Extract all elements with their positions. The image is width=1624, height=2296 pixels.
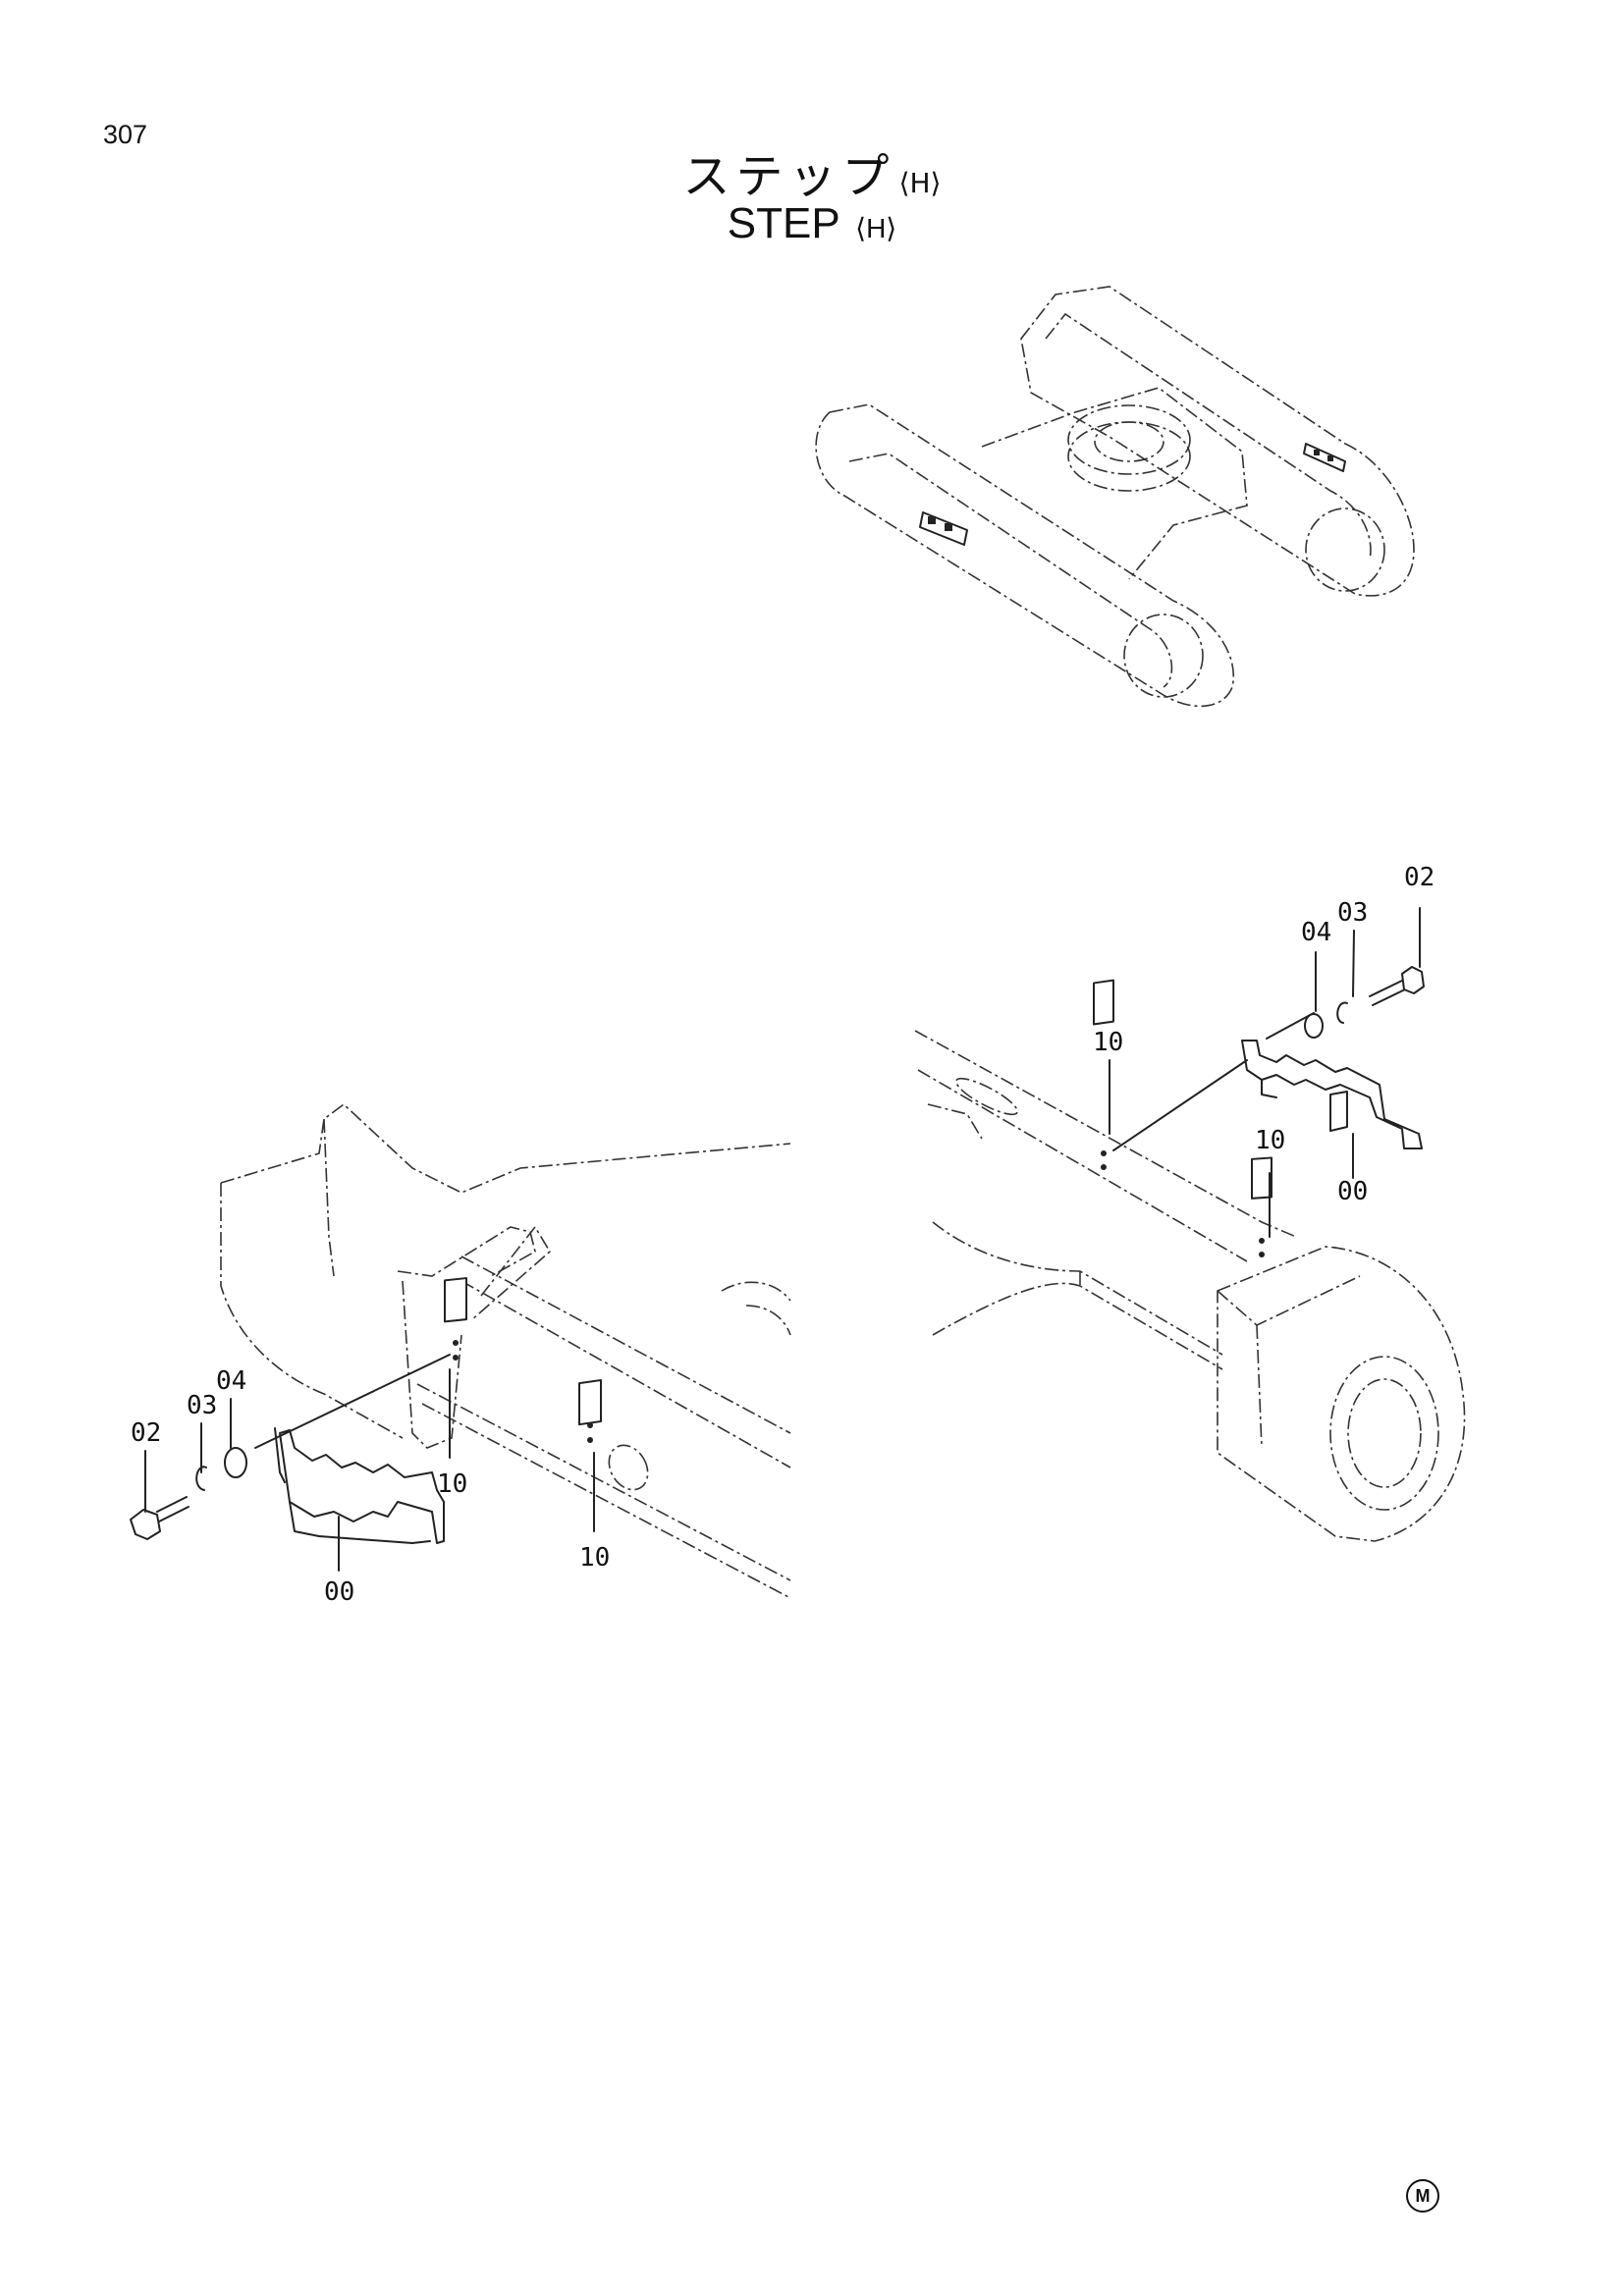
left-callout-plate-a: 10 xyxy=(437,1469,467,1499)
page-number: 307 xyxy=(103,120,148,149)
right-frame-detail xyxy=(914,907,1466,1542)
right-callout-step: 00 xyxy=(1337,1177,1368,1206)
left-callout-step: 00 xyxy=(324,1577,354,1607)
title-jp-text: ステップ xyxy=(682,149,895,204)
right-callout-lockwasher: 03 xyxy=(1337,898,1368,928)
left-callout-bolt: 02 xyxy=(131,1418,161,1448)
title-japanese: ステップ⟨H⟩ xyxy=(0,137,1624,206)
undercarriage-overview xyxy=(815,286,1415,708)
right-callout-washer: 04 xyxy=(1301,918,1331,947)
right-callout-plate-b: 10 xyxy=(1255,1126,1285,1155)
right-callout-bolt: 02 xyxy=(1404,863,1435,892)
catalog-mark: M xyxy=(1406,2179,1439,2213)
variant-tag-en: ⟨H⟩ xyxy=(855,213,897,243)
title-en-text: STEP xyxy=(727,199,839,247)
left-callout-washer: 04 xyxy=(216,1366,246,1396)
left-callout-plate-b: 10 xyxy=(579,1543,610,1573)
left-callout-lockwasher: 03 xyxy=(187,1391,217,1420)
variant-tag-jp: ⟨H⟩ xyxy=(898,167,942,199)
left-frame-detail xyxy=(130,1102,791,1599)
title-english: STEP ⟨H⟩ xyxy=(0,199,1624,248)
right-callout-plate-a: 10 xyxy=(1093,1028,1123,1057)
